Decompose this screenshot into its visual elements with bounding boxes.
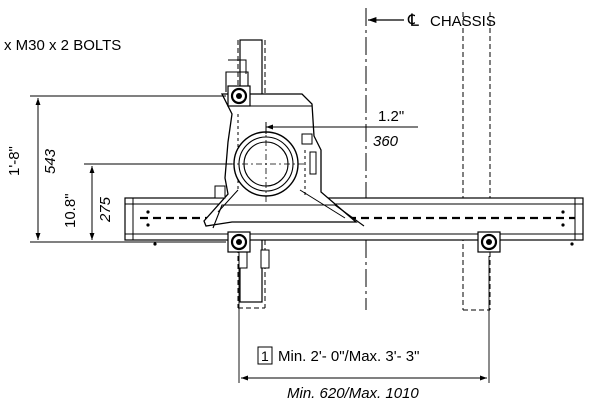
offset-dimension [265, 122, 418, 134]
height-dimensions [30, 95, 232, 243]
spacing-metric: Min. 620/Max. 1010 [287, 385, 419, 402]
note-number: 1 [261, 348, 269, 364]
bolt-bottom-left [227, 231, 251, 253]
spacing-dimension [238, 256, 490, 383]
bolt-bottom-right [477, 231, 501, 253]
bolts-label: x M30 x 2 BOLTS [4, 37, 121, 54]
chassis-label: CHASSIS [430, 13, 496, 30]
centerline-symbol: ℄ [407, 11, 419, 30]
offset-dim-imperial: 1.2" [378, 108, 404, 125]
note-number-box [257, 346, 273, 365]
chassis-rail-right [462, 12, 491, 311]
offset-dim-metric: 360 [373, 133, 399, 150]
spacing-imperial: Min. 2'- 0"/Max. 3'- 3" [278, 348, 419, 365]
height-total-metric: 543 [42, 148, 59, 174]
crossmember [124, 197, 584, 246]
bolt-top-left [227, 85, 251, 107]
height-total-imperial: 1'-8" [6, 146, 23, 176]
height-lower-metric: 275 [97, 196, 114, 223]
height-lower-imperial: 10.8" [62, 193, 79, 228]
